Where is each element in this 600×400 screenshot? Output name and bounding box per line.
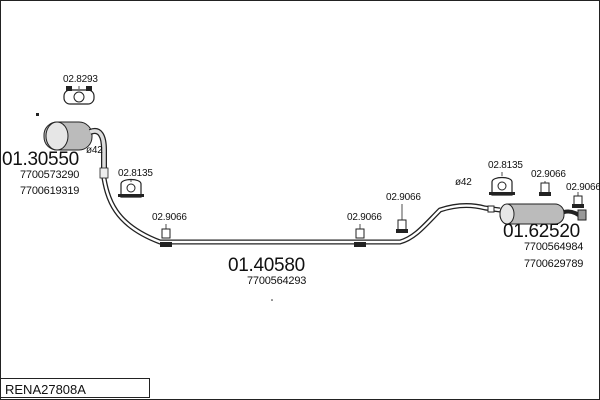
rubber-hanger-icon xyxy=(539,182,551,196)
part-ref: 7700564293 xyxy=(247,275,307,287)
part-ref: 7700564984 xyxy=(524,241,584,253)
gasket-icon xyxy=(63,86,95,105)
rubber-hanger-icon xyxy=(572,195,584,208)
diameter-label: ø42 xyxy=(86,145,103,156)
rear-muffler xyxy=(487,203,587,225)
fitting-number: 02.9066 xyxy=(152,212,187,223)
article-code: RENA27808A xyxy=(5,382,86,397)
part-number: 01.30550 xyxy=(2,149,79,170)
fitting-number: 02.9066 xyxy=(566,182,600,193)
part-number: 01.62520 xyxy=(503,221,580,242)
part-ref: 7700629789 xyxy=(524,258,584,270)
part-ref: 7700619319 xyxy=(20,185,80,197)
article-code-box: RENA27808A xyxy=(0,378,150,398)
part-number: 01.40580 xyxy=(228,255,305,276)
clamp-icon xyxy=(118,178,144,198)
fitting-number: 02.8135 xyxy=(488,160,523,171)
fitting-number: 02.9066 xyxy=(386,192,421,203)
fitting-number: 02.8293 xyxy=(63,74,98,85)
diameter-label: ø42 xyxy=(455,177,472,188)
fitting-number: 02.9066 xyxy=(347,212,382,223)
fitting-number: 02.9066 xyxy=(531,169,566,180)
rubber-hanger-icon xyxy=(160,228,172,247)
part-ref: 7700573290 xyxy=(20,169,80,181)
clamp-icon xyxy=(489,176,515,196)
fitting-number: 02.8135 xyxy=(118,168,153,179)
front-muffler xyxy=(43,121,109,179)
rubber-hanger-icon xyxy=(396,219,408,233)
rubber-hanger-icon xyxy=(354,228,366,247)
